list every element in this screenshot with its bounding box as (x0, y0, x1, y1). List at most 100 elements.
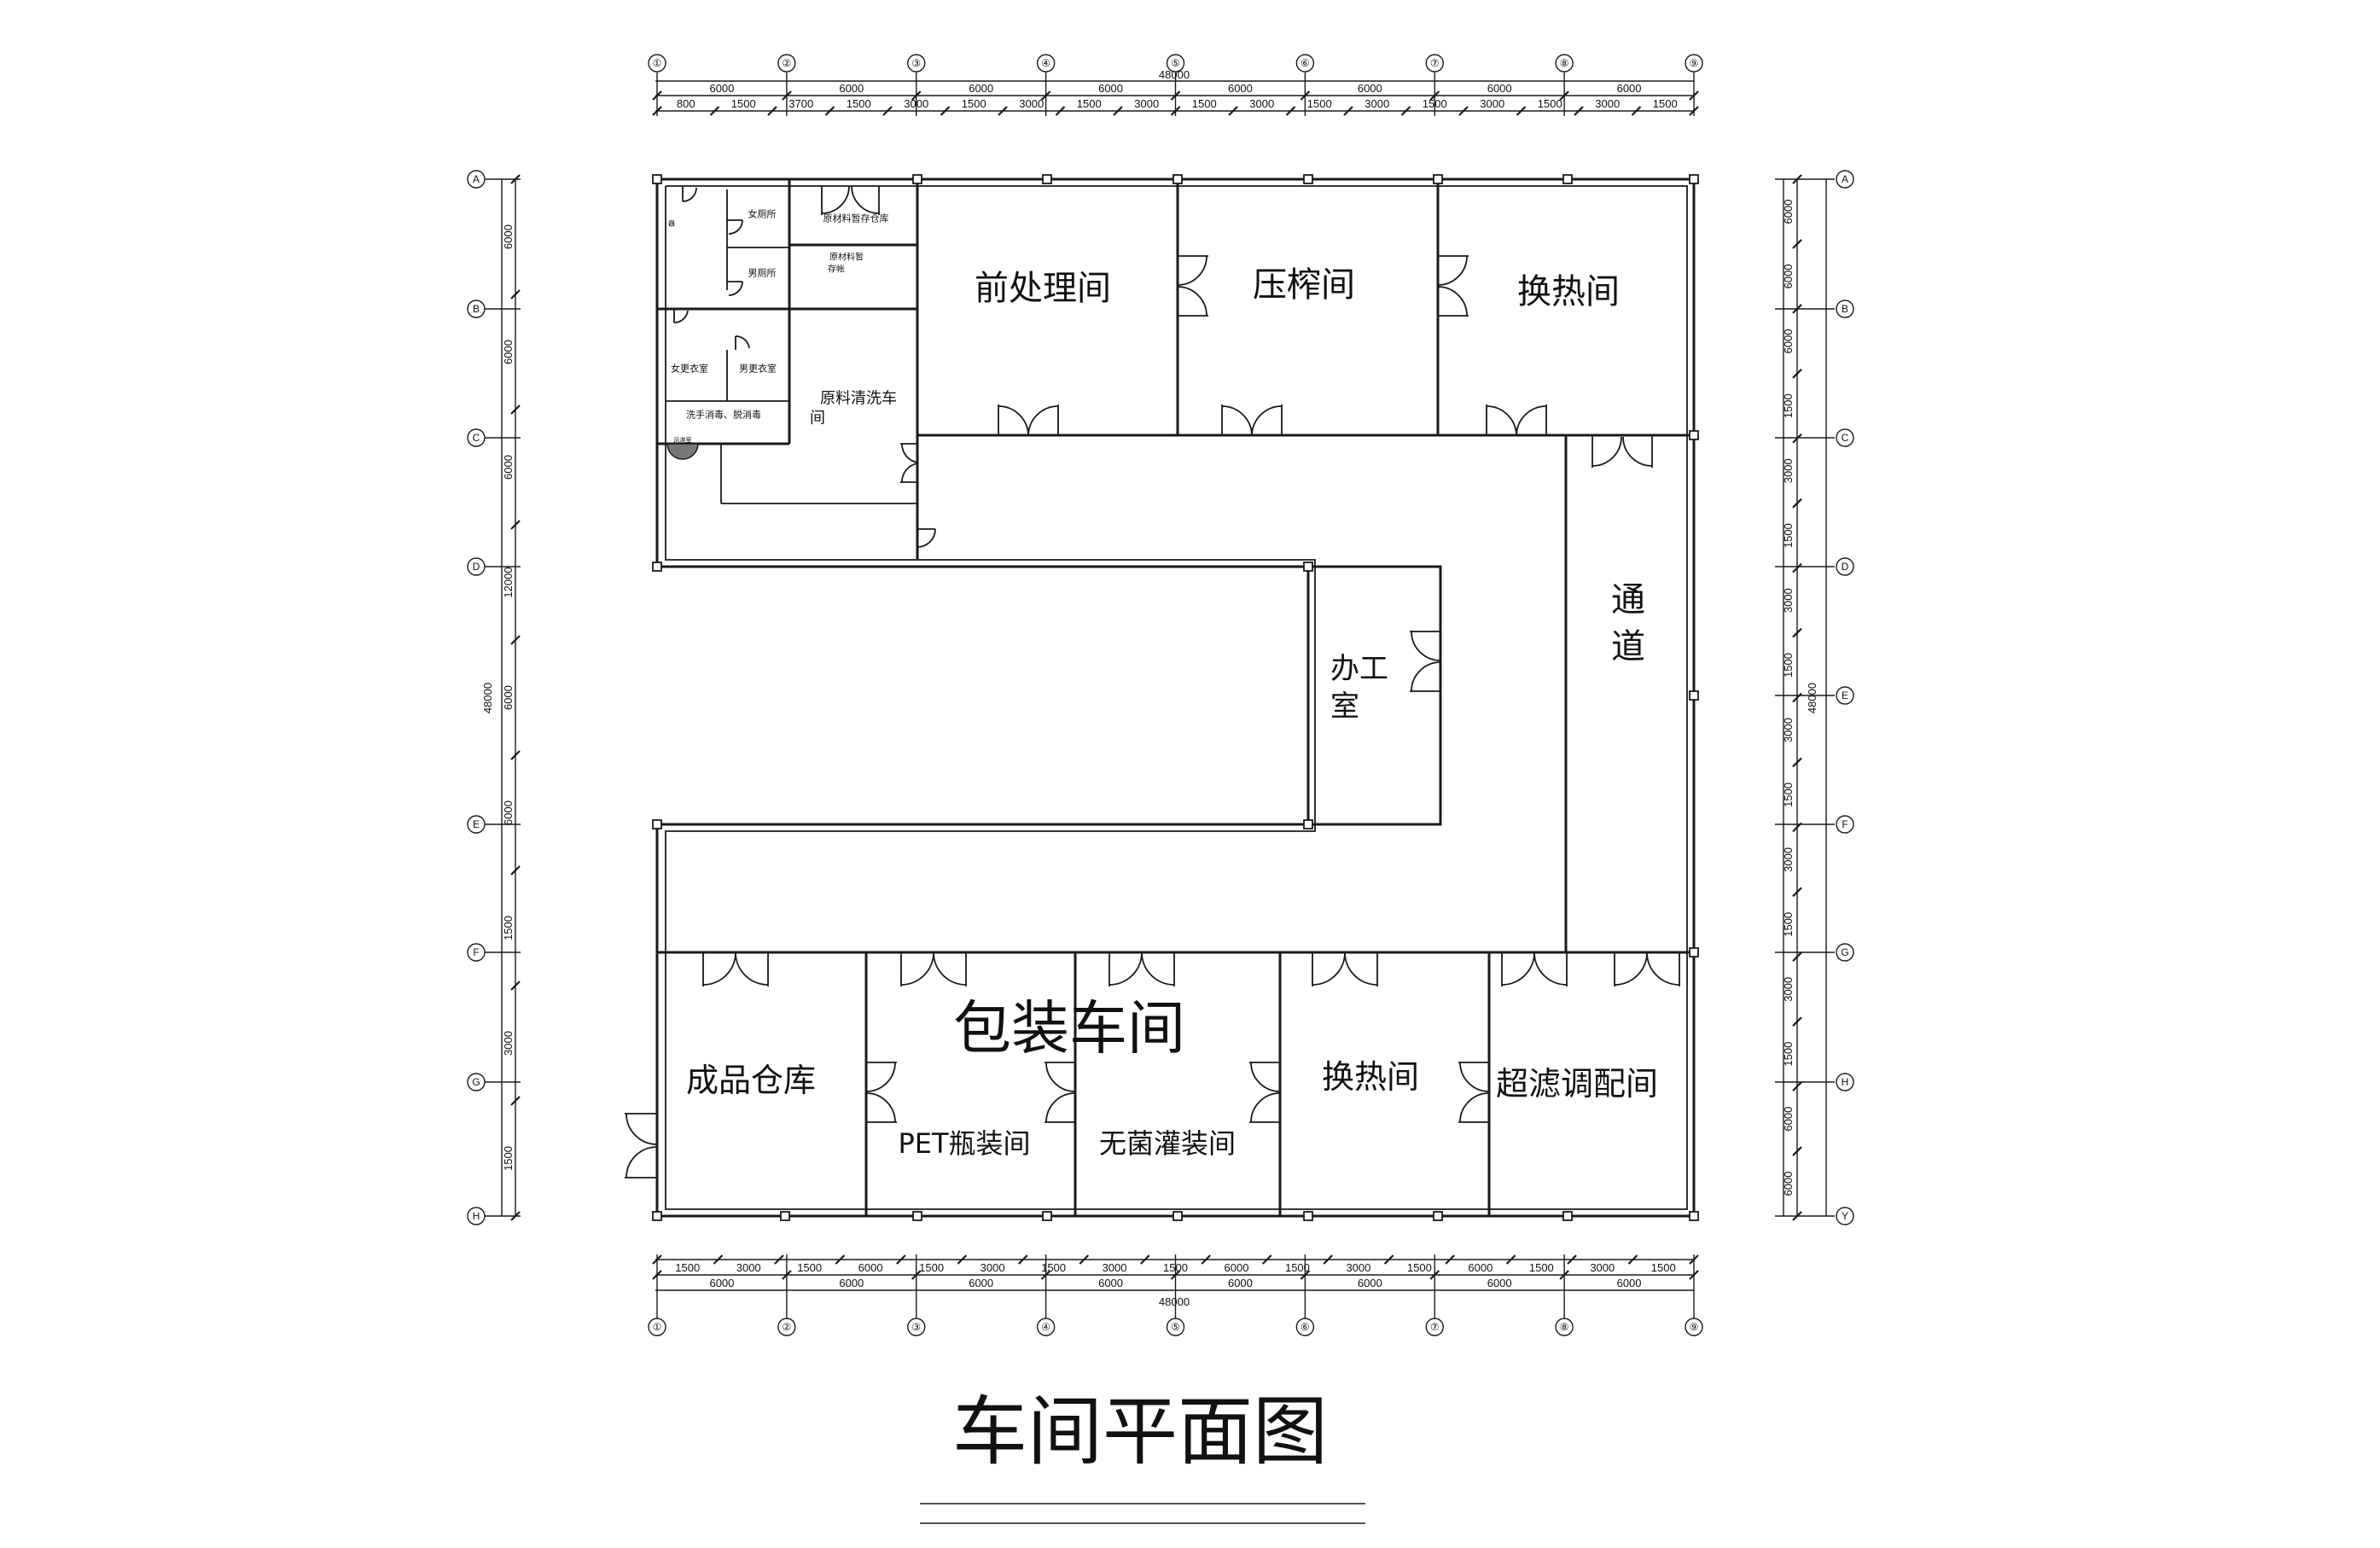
bottom-bay-dimension: 6000 (1098, 1277, 1123, 1289)
top-segment-dimension: 3000 (1480, 97, 1504, 110)
bottom-bay-tick (1170, 1270, 1181, 1280)
right-segment-dimension: 1500 (1782, 653, 1795, 678)
top-bay-dimension: 6000 (1358, 82, 1382, 95)
top-bay-dimension: 6000 (1098, 82, 1123, 95)
top-axis-5: ⑤ (1171, 57, 1180, 69)
bottom-segment-tick (1323, 1254, 1333, 1265)
bottom-segment-tick (896, 1254, 906, 1265)
top-axis-8-circle (1555, 54, 1574, 73)
top-segment-dimension: 1500 (847, 97, 871, 110)
left-axis-H: H (473, 1210, 480, 1222)
top-axis-3: ③ (911, 57, 921, 69)
top-segment-tick (1228, 106, 1238, 116)
bottom-axis-2-circle (777, 1318, 796, 1336)
right-axis-D: D (1842, 561, 1849, 573)
room-mens-changing: 男更衣室 (739, 363, 777, 375)
bottom-segment-tick (1261, 1254, 1272, 1265)
right-segment-dimension: 1500 (1782, 783, 1795, 807)
top-bay-tick (1429, 90, 1440, 101)
right-axis-C: C (1842, 432, 1849, 444)
top-segment-dimension: 3000 (1595, 97, 1620, 110)
top-axis-9-circle (1685, 54, 1703, 73)
room-small-mark: 器 (668, 220, 675, 228)
right-segment-tick (1792, 627, 1802, 638)
left-dimension-lines: 48000 (481, 179, 516, 1216)
top-segment-dimension: 1500 (962, 97, 986, 110)
top-bay-dimension: 6000 (1617, 82, 1642, 95)
top-segment-tick (1631, 106, 1642, 116)
bottom-bay-dimension: 6000 (969, 1277, 993, 1289)
right-segment-tick (1792, 562, 1802, 573)
top-segment-tick (940, 106, 951, 116)
top-segment-dimension: 1500 (1192, 97, 1217, 110)
room-womens-changing: 女更衣室 (671, 363, 708, 375)
bottom-segment-dimension: 1500 (1407, 1261, 1432, 1274)
bottom-segment-dimension: 3000 (1346, 1261, 1370, 1274)
structural-columns (652, 174, 1699, 1221)
right-axis-E: E (1842, 690, 1848, 701)
bottom-axis-6: ⑥ (1301, 1321, 1310, 1333)
right-segment-tick (1792, 1016, 1802, 1027)
left-segment-tick (510, 174, 521, 184)
bottom-segment-dimension: 3000 (736, 1261, 761, 1274)
bottom-axis-4: ④ (1041, 1321, 1050, 1333)
left-segment-dimension: 6000 (502, 800, 515, 825)
right-segment-tick (1792, 1146, 1802, 1156)
right-segment-tick (1792, 757, 1802, 768)
room-mens-wc: 男厕所 (748, 268, 777, 279)
bottom-bay-tick (911, 1270, 922, 1280)
right-axis-G-circle (1836, 943, 1854, 962)
right-segment-tick (1792, 692, 1802, 703)
bottom-segment-tick (1079, 1254, 1090, 1265)
room-raw-wash-line1: 原料清洗车 (820, 390, 897, 408)
room-labels: 前处理间 压榨间 换热间 原料清洗车 间 原材料暂存仓库 原材料暂 存帐 女厕所… (668, 208, 1658, 1161)
bottom-segment-dimension: 1500 (1651, 1261, 1676, 1274)
left-segment-dimension: 6000 (502, 455, 515, 480)
room-airlock: 风淋室 (674, 436, 692, 444)
right-segment-dimension: 6000 (1782, 200, 1795, 224)
bottom-segment-dimension: 3000 (1590, 1261, 1615, 1274)
right-axis-F: F (1842, 818, 1848, 830)
top-segment-dimension: 1500 (731, 97, 756, 110)
top-bay-dimension: 6000 (709, 82, 734, 95)
top-segment-tick (1400, 106, 1411, 116)
bottom-bay-tick (1040, 1270, 1051, 1280)
left-axis-C-circle (467, 428, 486, 447)
room-disinfection: 洗手消毒、脱消毒 (686, 409, 761, 421)
right-segment-dimension: 1500 (1782, 912, 1795, 937)
right-axis-B: B (1842, 303, 1848, 315)
bottom-axis-7: ⑦ (1430, 1321, 1440, 1333)
bottom-bay-tick (1559, 1270, 1569, 1280)
top-axis-1-circle (648, 54, 666, 73)
top-segment-tick (882, 106, 893, 116)
right-segment-dimension: 3000 (1782, 847, 1795, 872)
top-axis-4: ④ (1041, 57, 1050, 69)
room-passage-line1: 通 (1611, 580, 1645, 620)
bottom-segment-tick (713, 1254, 724, 1265)
top-segment-tick (1458, 106, 1469, 116)
right-segment-dimension: 3000 (1782, 718, 1795, 742)
bottom-segment-tick (1505, 1254, 1516, 1265)
room-office-line1: 办工 (1330, 652, 1388, 686)
left-segment-dimension: 6000 (502, 685, 515, 710)
right-axis-Y-circle (1836, 1207, 1854, 1225)
top-segment-dimension: 1500 (1538, 97, 1562, 110)
right-axis-C-circle (1836, 428, 1854, 447)
top-segment-dimension: 1500 (1423, 97, 1447, 110)
right-segment-dimension: 6000 (1782, 1172, 1795, 1196)
left-axis-G-circle (467, 1073, 486, 1091)
left-axis-H-circle (467, 1207, 486, 1225)
bottom-bay-tick (1429, 1270, 1440, 1280)
left-segment-tick (510, 520, 521, 530)
right-segment-tick (1792, 304, 1802, 314)
bottom-segment-tick (1567, 1254, 1577, 1265)
right-axis-G: G (1841, 946, 1848, 958)
left-segment-dimension: 6000 (502, 224, 515, 249)
left-axis-F-circle (467, 943, 486, 962)
airlock-marker-icon (666, 443, 699, 460)
top-axis-5-circle (1166, 54, 1185, 73)
right-segment-tick (1792, 1081, 1802, 1091)
top-overall-dimension: 48000 (1159, 68, 1190, 81)
top-bay-tick (1300, 90, 1311, 101)
left-axis-D: D (473, 561, 480, 573)
